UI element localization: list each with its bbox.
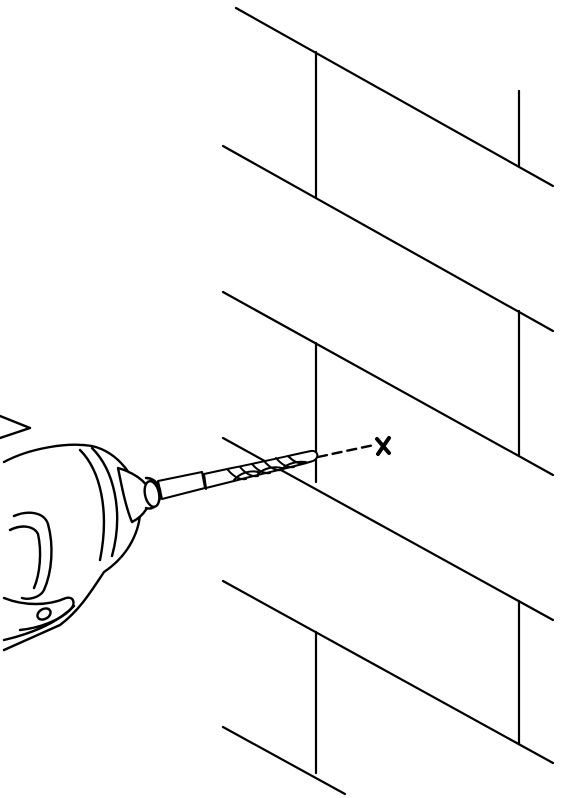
brick-wall bbox=[221, 6, 555, 796]
drill-bit bbox=[157, 449, 319, 500]
mortar-line-5 bbox=[221, 579, 555, 765]
motion-chevron bbox=[0, 414, 32, 440]
mortar-line-6 bbox=[221, 725, 347, 796]
dashed-guide-line bbox=[316, 443, 376, 459]
mortar-line-3 bbox=[221, 290, 555, 477]
drill-grip bbox=[12, 511, 53, 600]
drill-button bbox=[36, 607, 52, 621]
power-drill bbox=[2, 443, 162, 652]
mortar-line-2 bbox=[221, 144, 555, 333]
target-x-mark bbox=[375, 436, 391, 456]
mortar-line-1 bbox=[234, 6, 555, 188]
